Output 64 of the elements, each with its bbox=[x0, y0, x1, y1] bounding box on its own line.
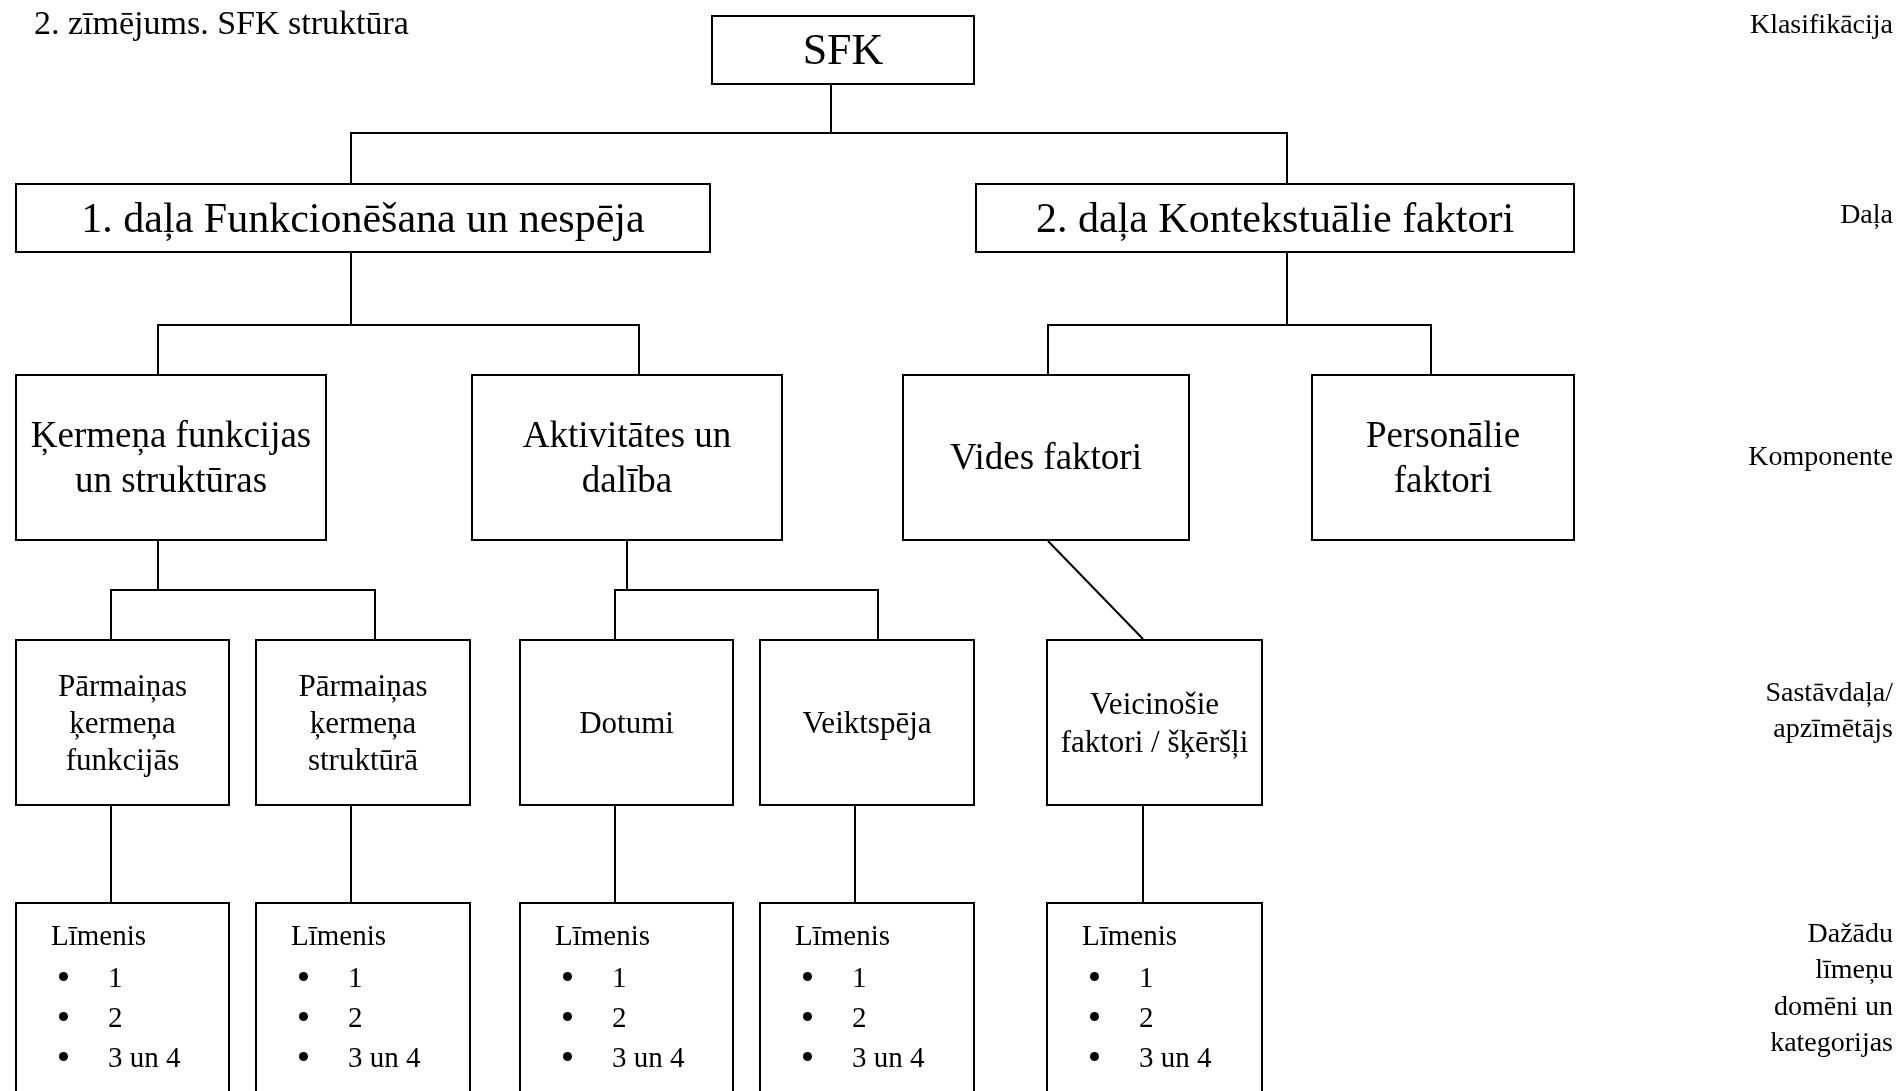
part-box bbox=[975, 183, 1575, 253]
list-item: 3 un 4 bbox=[348, 1039, 421, 1075]
level-box bbox=[519, 902, 734, 1091]
connector-line bbox=[1286, 252, 1432, 375]
list-heading: Līmenis bbox=[291, 918, 387, 953]
connector-line bbox=[157, 540, 376, 640]
node-text: Dotumi bbox=[578, 703, 675, 742]
level-label: Komponente bbox=[1747, 439, 1893, 473]
list-heading: Līmenis bbox=[51, 918, 147, 953]
connector-line bbox=[1142, 805, 1144, 903]
list-heading: Līmenis bbox=[555, 918, 651, 953]
list-item: 3 un 4 bbox=[852, 1039, 925, 1075]
node-text: Vides faktori bbox=[949, 435, 1143, 480]
list-item: 2 bbox=[348, 999, 363, 1035]
level-label: Dažādu līmeņu domēni un kategorijas bbox=[1769, 916, 1893, 1060]
level-box bbox=[1046, 902, 1263, 1091]
node-text: SFK bbox=[801, 23, 885, 76]
connector-line bbox=[350, 805, 352, 903]
level-label: Klasifikācija bbox=[1748, 7, 1893, 41]
level-box bbox=[759, 902, 975, 1091]
list-heading: Līmenis bbox=[1082, 918, 1178, 953]
list-item: 1 bbox=[852, 959, 867, 995]
constituent-box bbox=[255, 639, 471, 806]
list-item: 2 bbox=[1139, 999, 1154, 1035]
component-box bbox=[902, 374, 1190, 541]
node-text: Veicinošie faktori / šķēršļi bbox=[1059, 685, 1250, 760]
level-box bbox=[15, 902, 230, 1091]
component-box bbox=[15, 374, 327, 541]
node-text: Pārmaiņas ķermeņa struktūrā bbox=[297, 666, 429, 779]
figure-title: 2. zīmējums. SFK struktūra bbox=[34, 4, 409, 42]
constituent-box bbox=[759, 639, 975, 806]
list-item: 3 un 4 bbox=[1139, 1039, 1212, 1075]
node-text: Ķermeņa funkcijas un struktūras bbox=[29, 413, 313, 502]
list-item: 2 bbox=[108, 999, 123, 1035]
level-label: Sastāvdaļa/ apzīmētājs bbox=[1764, 675, 1893, 746]
constituent-box bbox=[1046, 639, 1263, 806]
node-text: Pārmaiņas ķermeņa funkcijās bbox=[56, 666, 189, 779]
list-item: 1 bbox=[348, 959, 363, 995]
connector-line bbox=[1047, 540, 1144, 640]
node-text: Personālie faktori bbox=[1364, 413, 1522, 502]
list-item: 1 bbox=[108, 959, 123, 995]
list-item: 1 bbox=[1139, 959, 1154, 995]
level-box bbox=[255, 902, 471, 1091]
list-item: 2 bbox=[612, 999, 627, 1035]
connector-line bbox=[110, 805, 112, 903]
constituent-box bbox=[519, 639, 734, 806]
title-box bbox=[711, 15, 975, 85]
node-text: Aktivitātes un dalība bbox=[521, 413, 733, 502]
connector-line bbox=[854, 805, 856, 903]
list-item: 1 bbox=[612, 959, 627, 995]
node-text: 1. daļa Funkcionēšana un nespēja bbox=[80, 193, 646, 243]
component-box bbox=[471, 374, 783, 541]
component-box bbox=[1311, 374, 1575, 541]
list-item: 3 un 4 bbox=[108, 1039, 181, 1075]
node-text: 2. daļa Kontekstuālie faktori bbox=[1034, 193, 1516, 243]
list-item: 3 un 4 bbox=[612, 1039, 685, 1075]
connector-line bbox=[614, 805, 616, 903]
part-box bbox=[15, 183, 711, 253]
constituent-box bbox=[15, 639, 230, 806]
connector-line bbox=[626, 540, 879, 640]
node-text: Veiktspēja bbox=[801, 703, 933, 742]
level-label: Daļa bbox=[1839, 197, 1893, 231]
list-item: 2 bbox=[852, 999, 867, 1035]
list-heading: Līmenis bbox=[795, 918, 891, 953]
